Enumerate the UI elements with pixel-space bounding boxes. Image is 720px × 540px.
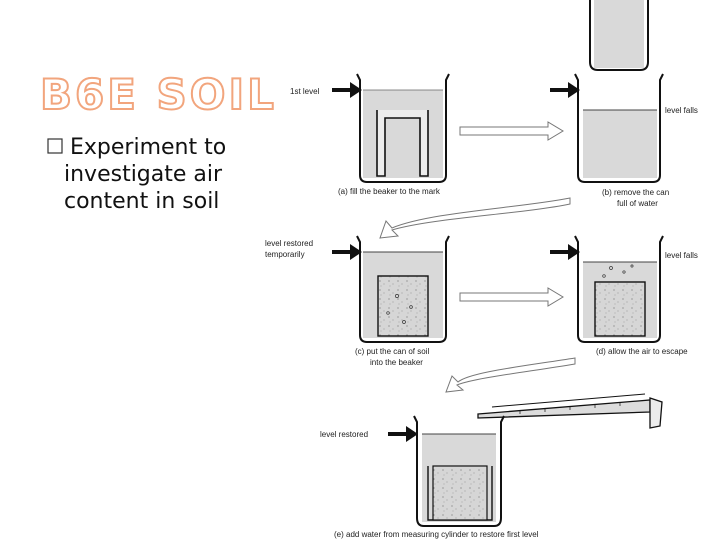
- beaker-b: [574, 73, 664, 183]
- arrow-first-level: [332, 82, 362, 98]
- arrow-a-to-b: [459, 121, 564, 141]
- arrow-level-restored-temp: [332, 244, 362, 260]
- caption-d: (d) allow the air to escape: [596, 347, 688, 356]
- label-level-restored-temp-1: level restored: [265, 239, 313, 248]
- slide-title: B6E SOIL: [39, 70, 277, 119]
- beaker-d: [574, 235, 664, 343]
- caption-b-line2: full of water: [617, 199, 658, 208]
- bullet-line-1: Experiment to: [70, 135, 227, 160]
- bullet-line-3: content in soil: [64, 189, 220, 214]
- label-level-falls-d: level falls: [665, 251, 698, 260]
- beaker-e: [413, 415, 505, 527]
- caption-c-line1: (c) put the can of soil: [355, 347, 429, 356]
- beaker-a: [356, 73, 450, 183]
- arrow-d-level: [550, 244, 580, 260]
- label-level-falls-b: level falls: [665, 106, 698, 115]
- caption-a: (a) fill the beaker to the mark: [338, 187, 441, 196]
- caption-c-line2: into the beaker: [370, 358, 423, 367]
- arrow-b-level: [550, 82, 580, 98]
- arrow-b-to-c: [379, 197, 571, 239]
- bullet-line-2: investigate air: [64, 162, 223, 187]
- caption-e: (e) add water from measuring cylinder to…: [334, 530, 539, 539]
- arrow-level-restored: [388, 426, 418, 442]
- label-first-level: 1st level: [290, 87, 320, 96]
- checkbox-bullet-icon: [47, 138, 63, 154]
- arrow-d-to-e: [445, 357, 576, 393]
- caption-b-line1: (b) remove the can: [602, 188, 669, 197]
- label-level-restored-temp-2: temporarily: [265, 250, 305, 259]
- measuring-cylinder: [477, 393, 663, 429]
- bullet-item: Experiment to investigate air content in…: [64, 134, 254, 215]
- label-level-restored: level restored: [320, 430, 368, 439]
- beaker-c: [356, 235, 450, 343]
- arrow-c-to-d: [459, 287, 564, 307]
- top-beaker: [589, 0, 649, 71]
